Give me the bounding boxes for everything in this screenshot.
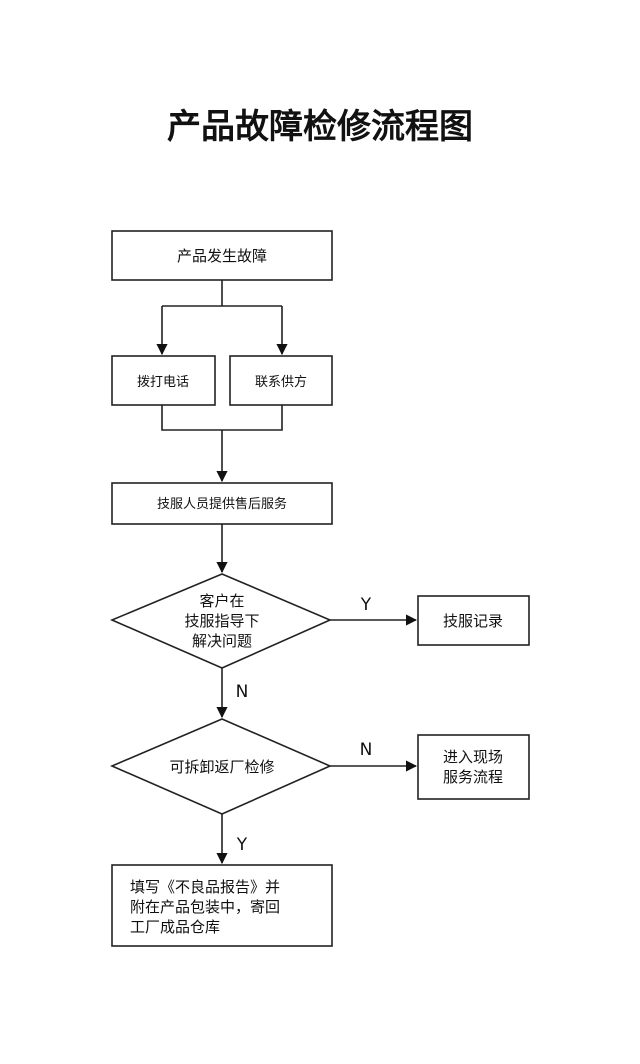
node-report: 填写《不良品报告》并 附在产品包装中，寄回 工厂成品仓库 (111, 864, 333, 947)
svg-text:客户在: 客户在 (199, 592, 244, 610)
label-customer-no: N (236, 682, 249, 702)
svg-text:联系供方: 联系供方 (255, 374, 307, 390)
label-repair-yes: Y (236, 835, 248, 855)
svg-text:工厂成品仓库: 工厂成品仓库 (130, 918, 220, 936)
svg-text:附在产品包装中，寄回: 附在产品包装中，寄回 (130, 898, 280, 916)
svg-text:服务流程: 服务流程 (443, 768, 503, 786)
svg-text:技服记录: 技服记录 (443, 612, 503, 630)
node-repair-decision: 可拆卸返厂检修 (109, 718, 332, 815)
svg-text:进入现场: 进入现场 (443, 748, 503, 766)
svg-text:填写《不良品报告》并: 填写《不良品报告》并 (130, 878, 280, 896)
label-customer-yes: Y (360, 595, 372, 615)
svg-text:解决问题: 解决问题 (192, 632, 252, 650)
node-call: 拨打电话 (111, 355, 216, 406)
svg-text:技服指导下: 技服指导下 (184, 612, 259, 630)
node-tech-record: 技服记录 (417, 595, 530, 646)
node-contact-supplier: 联系供方 (229, 355, 333, 406)
node-fault: 产品发生故障 (111, 230, 333, 281)
connector-merge (161, 405, 283, 431)
node-tech-service: 技服人员提供售后服务 (111, 482, 333, 525)
svg-text:拨打电话: 拨打电话 (137, 375, 189, 390)
svg-text:可拆卸返厂检修: 可拆卸返厂检修 (169, 758, 274, 776)
label-repair-no: N (360, 740, 373, 760)
svg-text:产品发生故障: 产品发生故障 (177, 247, 267, 265)
node-onsite-service: 进入现场 服务流程 (417, 734, 530, 800)
node-customer-decision: 客户在 技服指导下 解决问题 (109, 573, 333, 669)
connector-fault-split (162, 280, 282, 307)
svg-text:技服人员提供售后服务: 技服人员提供售后服务 (157, 496, 287, 512)
page-title: 产品故障检修流程图 (167, 107, 473, 147)
